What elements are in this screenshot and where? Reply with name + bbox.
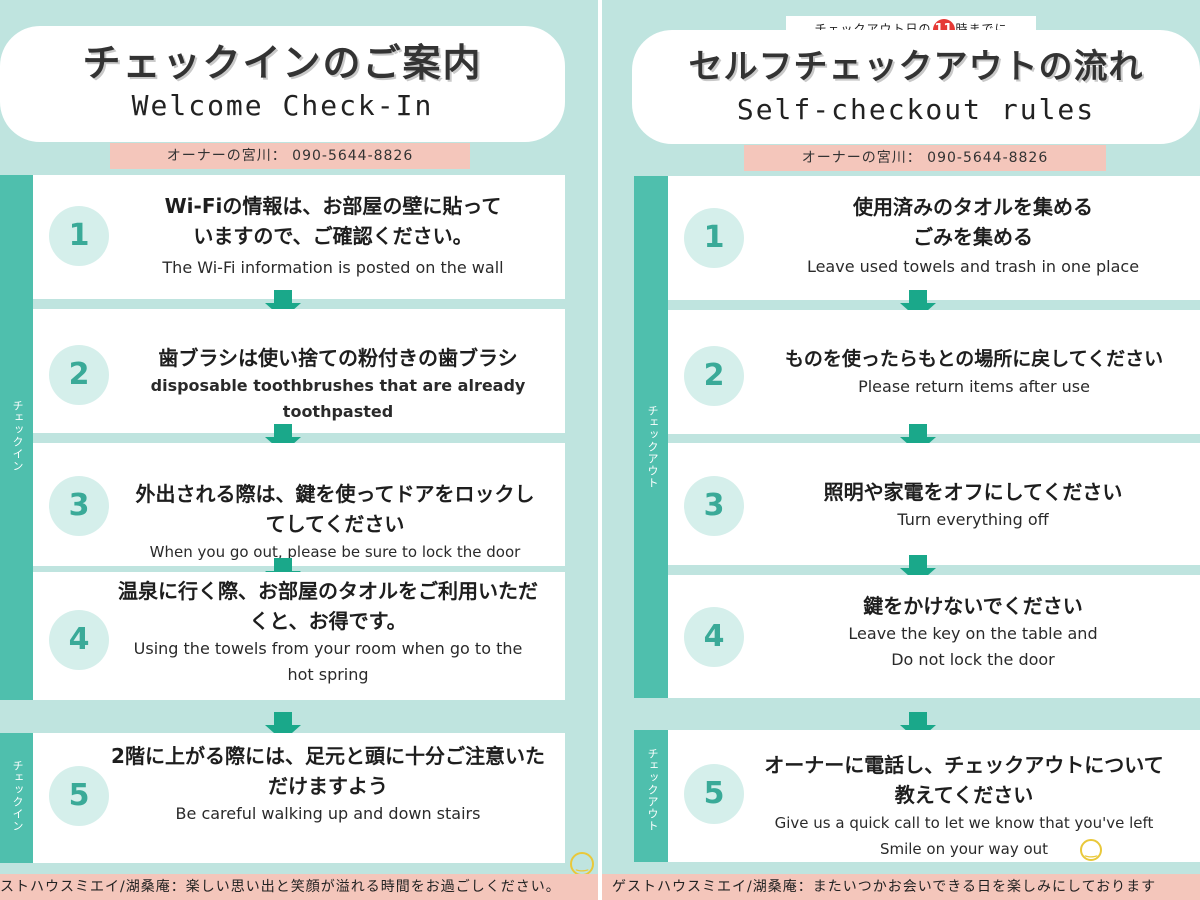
step-text-jp: Wi-Fiの情報は、お部屋の壁に貼って いますので、ご確認ください。 <box>164 194 502 248</box>
checkin-panel: チェックインのご案内 Welcome Check-In オーナーの宮川： 090… <box>0 0 598 900</box>
step-text-en: The Wi-Fi information is posted on the w… <box>162 258 504 277</box>
step-text-jp: 歯ブラシは使い捨ての粉付きの歯ブラシ <box>158 346 518 370</box>
checkin-side-bar <box>0 175 33 700</box>
checkout-panel: チェックアウト日の11時までに セルフチェックアウトの流れ Self-check… <box>602 0 1200 900</box>
checkin-step-3: 3 外出される際は、鍵を使ってドアをロックし てしてください When you … <box>33 443 565 566</box>
step-text-jp: ものを使ったらもとの場所に戻してください <box>784 348 1164 370</box>
checkin-title-box: チェックインのご案内 Welcome Check-In <box>0 26 565 142</box>
step-text-jp: 鍵をかけないでください <box>863 594 1083 618</box>
checkout-step-3: 3 照明や家電をオフにしてください Turn everything off <box>668 443 1200 565</box>
checkout-footer: ゲストハウスミエイ/湖桑庵：またいつかお会いできる日を楽しみにしております <box>602 874 1200 900</box>
checkin-title-en: Welcome Check-In <box>131 89 434 122</box>
step-text-jp: オーナーに電話し、チェックアウトについて 教えてください <box>764 753 1164 807</box>
step-number: 3 <box>49 476 109 536</box>
step-text-en: disposable toothbrushes that are already… <box>150 376 526 421</box>
step-text-jp: 照明や家電をオフにしてください <box>823 480 1123 504</box>
checkout-title-jp: セルフチェックアウトの流れ <box>688 47 1144 87</box>
step-text-en: When you go out, please be sure to lock … <box>149 543 521 561</box>
step-number: 3 <box>684 476 744 536</box>
checkin-step-4: 4 温泉に行く際、お部屋のタオルをご利用いただ くと、お得です。 Using t… <box>33 572 565 700</box>
step-number: 1 <box>49 206 109 266</box>
checkout-title-en: Self-checkout rules <box>736 93 1096 126</box>
step-text-jp: 2階に上がる際には、足元と頭に十分ご注意いた だけますよう <box>111 744 545 798</box>
step-text-en: Leave used towels and trash in one place <box>806 257 1140 276</box>
checkout-side-label-bottom: チェックアウト <box>646 748 659 832</box>
step-text-jp: 温泉に行く際、お部屋のタオルをご利用いただ くと、お得です。 <box>118 579 538 633</box>
checkin-step-5: 5 2階に上がる際には、足元と頭に十分ご注意いた だけますよう Be caref… <box>33 733 565 863</box>
step-number: 2 <box>49 345 109 405</box>
step-text-en: Give us a quick call to let we know that… <box>774 814 1154 858</box>
checkout-side-bar-bottom <box>634 730 668 862</box>
checkin-owner-phone: オーナーの宮川： 090-5644-8826 <box>110 143 470 169</box>
checkout-step-2: 2 ものを使ったらもとの場所に戻してください Please return ite… <box>668 310 1200 434</box>
checkin-step-1: 1 Wi-Fiの情報は、お部屋の壁に貼って いますので、ご確認ください。 The… <box>33 175 565 299</box>
step-text-jp: 使用済みのタオルを集める ごみを集める <box>853 195 1093 249</box>
checkin-side-label: チェックイン <box>11 400 24 472</box>
checkin-side-bar-bottom <box>0 733 33 863</box>
checkout-step-5: 5 オーナーに電話し、チェックアウトについて 教えてください Give us a… <box>668 730 1200 862</box>
checkout-step-1: 1 使用済みのタオルを集める ごみを集める Leave used towels … <box>668 176 1200 300</box>
smiley-face-icon: ‿ <box>1080 839 1102 861</box>
step-text-en: Please return items after use <box>858 377 1090 396</box>
step-number: 5 <box>49 766 109 826</box>
checkout-title-box: セルフチェックアウトの流れ Self-checkout rules <box>632 30 1200 144</box>
smiley-face-icon: ‿ <box>570 852 594 876</box>
step-text-en: Leave the key on the table and Do not lo… <box>848 624 1098 669</box>
checkin-footer: ストハウスミエイ/湖桑庵：楽しい思い出と笑顔が溢れる時間をお過ごしください。 <box>0 874 598 900</box>
checkout-side-label: チェックアウト <box>646 405 659 489</box>
checkin-step-2: 2 歯ブラシは使い捨ての粉付きの歯ブラシ disposable toothbru… <box>33 309 565 433</box>
checkin-side-label-bottom: チェックイン <box>11 760 24 832</box>
checkin-title-jp: チェックインのご案内 <box>82 40 483 85</box>
checkout-side-bar <box>634 176 668 698</box>
step-number: 2 <box>684 346 744 406</box>
step-text-jp: 外出される際は、鍵を使ってドアをロックし てしてください <box>135 482 535 536</box>
checkout-owner-phone: オーナーの宮川： 090-5644-8826 <box>744 145 1106 171</box>
checkout-step-4: 4 鍵をかけないでください Leave the key on the table… <box>668 575 1200 698</box>
step-number: 4 <box>49 610 109 670</box>
step-number: 5 <box>684 764 744 824</box>
step-text-en: Turn everything off <box>897 510 1049 529</box>
step-number: 1 <box>684 208 744 268</box>
step-text-en: Using the towels from your room when go … <box>133 639 523 684</box>
panel-divider <box>598 0 602 900</box>
step-number: 4 <box>684 607 744 667</box>
step-text-en: Be careful walking up and down stairs <box>175 804 481 823</box>
